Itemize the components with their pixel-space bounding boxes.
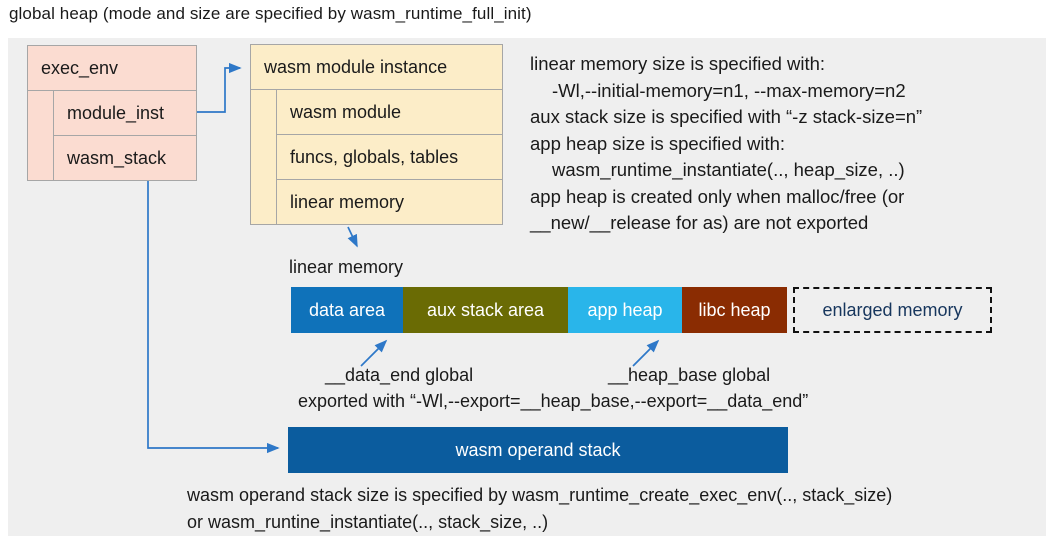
module-instance-title: wasm module instance: [251, 45, 502, 90]
exec-env-item-wasm-stack: wasm_stack: [67, 148, 167, 168]
module-instance-item-wasm-module: wasm module: [277, 90, 502, 135]
wasm-operand-stack-bar: wasm operand stack: [288, 427, 788, 473]
linear-memory-caption: linear memory: [289, 257, 404, 277]
exec-env-gutter: [28, 91, 54, 181]
diagram-title: global heap (mode and size are specified…: [9, 4, 532, 23]
note-line: app heap is created only when malloc/fre…: [530, 185, 905, 207]
segment-enlarged-memory: enlarged memory: [793, 287, 992, 333]
note-line: wasm operand stack size is specified by …: [187, 485, 893, 505]
data-end-global-label: __data_end global: [325, 365, 474, 385]
note-line: __new/__release for as) are not exported: [530, 212, 869, 233]
segment-aux-stack-area: aux stack area: [403, 287, 568, 333]
note-line: wasm_runtime_instantiate(.., heap_size, …: [552, 159, 905, 180]
linker-notes: linear memory size is specified with: -W…: [530, 51, 922, 237]
note-line: linear memory size is specified with:: [530, 53, 826, 74]
note-line: app heap size is specified with:: [530, 132, 786, 154]
module-instance-gutter: [251, 90, 277, 225]
segment-libc-heap: libc heap: [682, 287, 787, 333]
diagram-canvas: exec_env module_inst wasm_stack wasm mod…: [8, 38, 1046, 536]
operand-stack-notes: wasm operand stack size is specified by …: [187, 482, 892, 535]
module-instance-box: wasm module instance wasm module funcs, …: [250, 44, 503, 225]
exec-env-item-module-inst: module_inst: [54, 91, 196, 136]
exec-env-title: exec_env: [28, 46, 196, 91]
linear-memory-bar: data area aux stack area app heap libc h…: [291, 287, 992, 333]
module-instance-item-linear-memory: linear memory: [290, 192, 405, 212]
exec-env-box: exec_env module_inst wasm_stack: [27, 45, 197, 181]
note-line: aux stack size is specified with “-z sta…: [530, 106, 923, 127]
heap-base-global-label: __heap_base global: [608, 365, 771, 385]
note-line: -Wl,--initial-memory=n1, --max-memory=n2: [552, 79, 906, 101]
segment-data-area: data area: [291, 287, 403, 333]
segment-app-heap: app heap: [568, 287, 682, 333]
note-line: or wasm_runtine_instantiate(.., stack_si…: [187, 511, 549, 532]
module-instance-item-funcs-globals-tables: funcs, globals, tables: [277, 135, 502, 180]
exported-flags-label: exported with “-Wl,--export=__heap_base,…: [298, 391, 809, 411]
